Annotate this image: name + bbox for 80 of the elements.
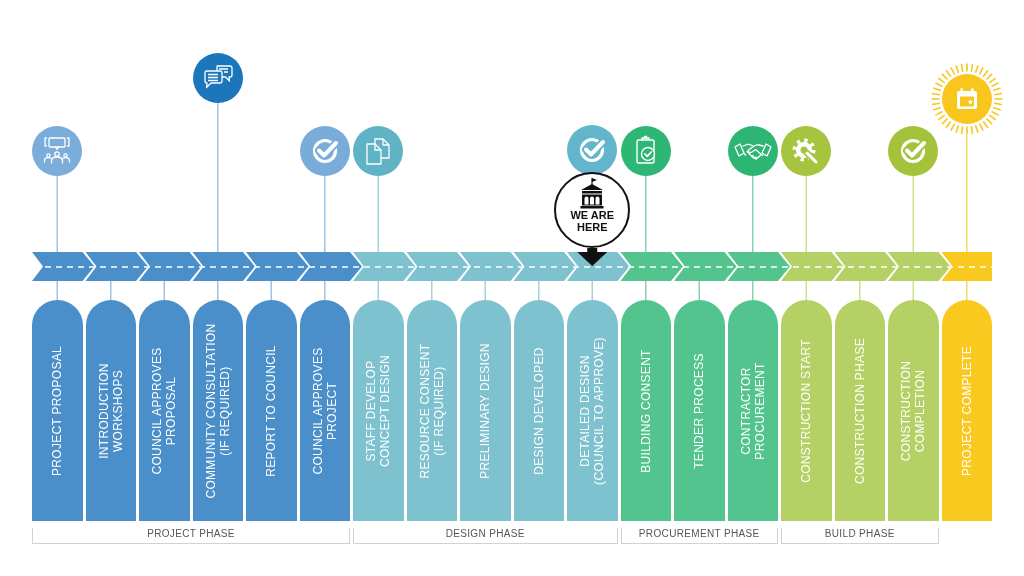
people-group-icon bbox=[32, 126, 83, 176]
connector-line bbox=[912, 280, 914, 301]
phase-label: BUILD PHASE bbox=[824, 528, 895, 540]
step-column bbox=[727, 300, 778, 521]
connector-line bbox=[377, 175, 379, 253]
connector-line bbox=[163, 280, 165, 301]
step-label: CONTRACTOR PROCUREMENT bbox=[738, 360, 767, 462]
arrow bbox=[577, 248, 608, 266]
step-column bbox=[299, 300, 350, 521]
phase-label: PROJECT PHASE bbox=[147, 528, 235, 540]
step-label: TENDER PROCESS bbox=[692, 352, 707, 469]
connector-line bbox=[805, 175, 807, 253]
check-circle-icon bbox=[299, 126, 350, 176]
connector-line bbox=[752, 175, 754, 253]
connector-line bbox=[431, 280, 433, 301]
connector-line bbox=[966, 134, 968, 253]
calendar-star-icon bbox=[930, 63, 1003, 135]
step-column bbox=[567, 300, 618, 521]
connector-line bbox=[538, 280, 540, 301]
connector-line bbox=[217, 102, 219, 253]
connector-line bbox=[859, 280, 861, 301]
step-label: PRELIMINARY DESIGN bbox=[478, 342, 493, 479]
chevron-timeline bbox=[32, 252, 992, 281]
step-label: STAFF DEVELOP CONCEPT DESIGN bbox=[364, 353, 393, 469]
connector-line bbox=[805, 280, 807, 301]
step-column bbox=[139, 300, 190, 521]
clipboard-check-icon bbox=[620, 126, 671, 176]
step-column bbox=[513, 300, 564, 521]
phase-label: DESIGN PHASE bbox=[445, 528, 525, 540]
step-label: REPORT TO COUNCIL bbox=[264, 344, 279, 477]
connector-line bbox=[110, 280, 112, 301]
step-column bbox=[406, 300, 457, 521]
step-label: DESIGN DEVELOPED bbox=[531, 346, 546, 475]
phase-label: PROCUREMENT PHASE bbox=[638, 528, 760, 540]
connector-line bbox=[912, 175, 914, 253]
step-label: DETAILED DESIGN (COUNCIL TO APPROVE) bbox=[578, 335, 607, 487]
step-column bbox=[353, 300, 404, 521]
step-column bbox=[674, 300, 725, 521]
step-column bbox=[620, 300, 671, 521]
connector-line bbox=[377, 280, 379, 301]
check-circle-icon bbox=[567, 125, 618, 175]
step-label: CONSTRUCTION PHASE bbox=[852, 337, 867, 484]
connector-line bbox=[484, 280, 486, 301]
step-label: CONSTRUCTION START bbox=[799, 338, 814, 483]
step-column bbox=[460, 300, 511, 521]
connector-line bbox=[56, 280, 58, 301]
step-label: PROJECT PROPOSAL bbox=[50, 345, 65, 476]
connector-line bbox=[645, 175, 647, 253]
step-column bbox=[781, 300, 832, 521]
chat-icon bbox=[192, 53, 243, 103]
step-label: COUNCIL APPROVES PROJECT bbox=[310, 345, 339, 477]
connector-line bbox=[752, 280, 754, 301]
connector-line bbox=[591, 280, 593, 301]
connector-line bbox=[217, 280, 219, 301]
connector-line bbox=[966, 280, 968, 301]
check-circle-icon bbox=[888, 126, 939, 176]
handshake-icon bbox=[727, 126, 778, 176]
step-column bbox=[246, 300, 297, 521]
connector-line bbox=[645, 280, 647, 301]
step-label: CONSTRUCTION COMPLETION bbox=[899, 359, 928, 463]
marker-label: WE ARE HERE bbox=[569, 209, 616, 233]
connector-line bbox=[270, 280, 272, 301]
step-label: BUILDING CONSENT bbox=[638, 348, 653, 473]
step-label: RESOURCE CONSENT (IF REQUIRED) bbox=[417, 342, 446, 480]
step-column bbox=[32, 300, 83, 521]
step-label: INTRODUCTION WORKSHOPS bbox=[96, 361, 125, 461]
step-label: COMMUNITY CONSULTATION (IF REQUIRED) bbox=[203, 322, 232, 501]
step-label: COUNCIL APPROVES PROPOSAL bbox=[150, 345, 179, 477]
connector-line bbox=[324, 175, 326, 253]
connector-line bbox=[324, 280, 326, 301]
step-column bbox=[85, 300, 136, 521]
connector-line bbox=[56, 175, 58, 253]
step-column bbox=[941, 300, 992, 521]
gear-wrench-icon bbox=[781, 126, 832, 176]
step-column bbox=[834, 300, 885, 521]
step-column bbox=[888, 300, 939, 521]
step-label: PROJECT COMPLETE bbox=[959, 345, 974, 476]
documents-icon bbox=[353, 126, 404, 176]
connector-line bbox=[698, 280, 700, 301]
step-column bbox=[192, 300, 243, 521]
